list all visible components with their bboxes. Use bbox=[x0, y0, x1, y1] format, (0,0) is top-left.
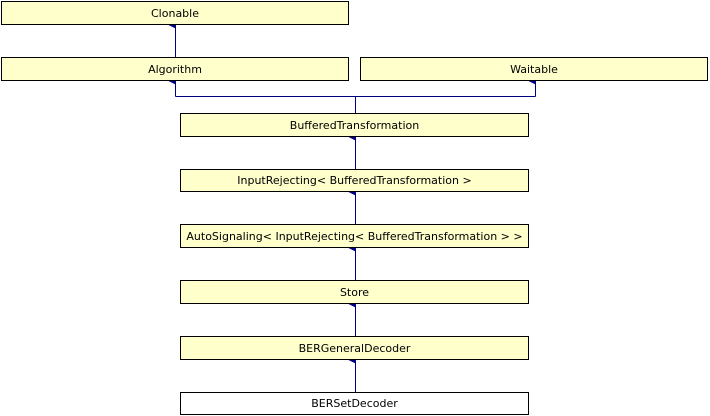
node-ber-set-decoder: BERSetDecoder bbox=[180, 392, 529, 415]
node-algorithm[interactable]: Algorithm bbox=[1, 57, 349, 81]
node-buffered-transformation[interactable]: BufferedTransformation bbox=[180, 113, 529, 137]
node-auto-signaling[interactable]: AutoSignaling< InputRejecting< BufferedT… bbox=[180, 224, 529, 248]
node-input-rejecting[interactable]: InputRejecting< BufferedTransformation > bbox=[180, 169, 529, 192]
node-store[interactable]: Store bbox=[180, 280, 529, 304]
node-ber-general-decoder[interactable]: BERGeneralDecoder bbox=[180, 336, 529, 360]
node-waitable[interactable]: Waitable bbox=[360, 57, 708, 81]
node-clonable[interactable]: Clonable bbox=[1, 1, 349, 25]
